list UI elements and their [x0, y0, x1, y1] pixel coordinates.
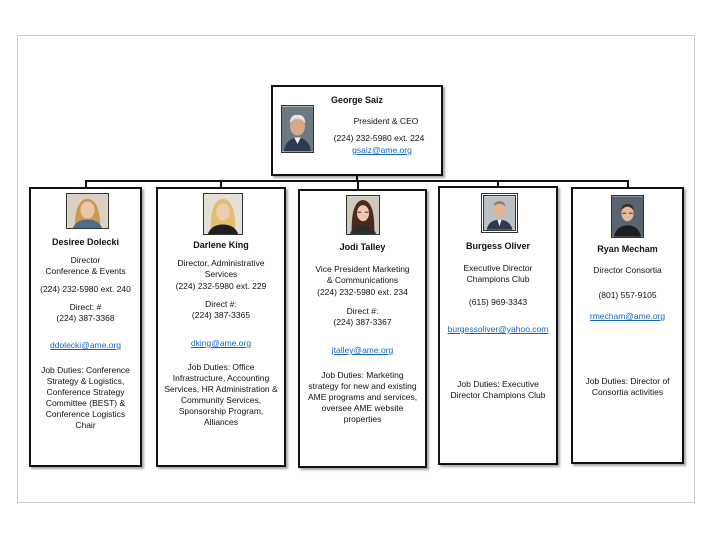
- staff-duties: Job Duties: Executive Director Champions…: [450, 379, 546, 401]
- staff-email-link[interactable]: burgessoliver@yahoo.com: [447, 324, 549, 334]
- staff-title: Director, Administrative Services: [177, 258, 265, 280]
- person-photo-icon: [204, 194, 242, 234]
- person-photo-icon: [347, 196, 379, 234]
- connector-drop-5: [627, 180, 629, 188]
- staff-email-link[interactable]: rmecham@ame.org: [589, 311, 666, 321]
- connector-drop-4: [497, 180, 499, 187]
- staff-email-link[interactable]: dking@ame.org: [190, 338, 252, 348]
- staff-box-ryan-mecham: Ryan Mecham Director Consortia (801) 557…: [571, 187, 684, 464]
- staff-direct: Direct #: (224) 387-3365: [191, 299, 251, 321]
- staff-box-darlene-king: Darlene King Director, Administrative Se…: [156, 187, 286, 467]
- staff-phone: (224) 232-5980 ext. 234: [317, 287, 408, 297]
- staff-title: Director Consortia: [593, 265, 662, 275]
- ceo-phone: (224) 232-5980 ext. 224: [333, 133, 425, 143]
- connector-drop-1: [85, 180, 87, 188]
- connector-drop-2: [220, 180, 222, 188]
- ceo-photo: [281, 105, 314, 153]
- staff-duties: Job Duties: Director of Consortia activi…: [585, 376, 670, 398]
- staff-direct: Direct: # (224) 387-3368: [56, 302, 115, 324]
- staff-title: Director Conference & Events: [45, 255, 126, 277]
- staff-phone: (224) 232-5980 ext. 229: [175, 281, 267, 291]
- staff-photo-5: [611, 195, 644, 238]
- staff-photo-1: [66, 193, 109, 229]
- ceo-box: George Saiz President & CEO (224) 232-59…: [271, 85, 443, 176]
- person-photo-icon: [282, 106, 313, 152]
- staff-name: Jodi Talley: [339, 242, 386, 252]
- staff-duties: Job Duties: Office Infrastructure, Accou…: [164, 362, 278, 428]
- staff-email-link[interactable]: jtalley@ame.org: [331, 345, 394, 355]
- staff-title: Executive Director Champions Club: [463, 263, 533, 285]
- staff-duties: Job Duties: Marketing strategy for new a…: [307, 370, 418, 425]
- staff-name: Darlene King: [193, 240, 249, 250]
- staff-name: Desiree Dolecki: [51, 237, 120, 247]
- staff-email-link[interactable]: ddolecki@ame.org: [50, 340, 121, 350]
- staff-direct: Direct #: (224) 387-3367: [333, 306, 392, 328]
- staff-name: Ryan Mecham: [597, 244, 658, 254]
- staff-title: Vice President Marketing & Communication…: [315, 264, 410, 286]
- staff-photo-4: [481, 193, 518, 233]
- staff-box-desiree-dolecki: Desiree Dolecki Director Conference & Ev…: [29, 187, 142, 467]
- person-photo-icon: [484, 196, 515, 230]
- ceo-email-link[interactable]: gsaiz@ame.org: [352, 145, 412, 155]
- staff-phone: (615) 969-3343: [468, 297, 528, 307]
- person-photo-icon: [67, 194, 108, 228]
- ceo-title: President & CEO: [353, 116, 419, 126]
- ceo-name: George Saiz: [330, 95, 384, 105]
- connector-drop-3: [357, 180, 359, 190]
- connector-trunk: [356, 175, 358, 181]
- staff-duties: Job Duties: Conference Strategy & Logist…: [41, 365, 130, 431]
- person-photo-icon: [612, 196, 643, 237]
- staff-box-jodi-talley: Jodi Talley Vice President Marketing & C…: [298, 189, 427, 468]
- staff-photo-2: [203, 193, 243, 235]
- staff-box-burgess-oliver: Burgess Oliver Executive Director Champi…: [438, 186, 558, 465]
- staff-name: Burgess Oliver: [465, 241, 531, 251]
- staff-phone: (801) 557-9105: [598, 290, 657, 300]
- staff-photo-3: [346, 195, 380, 235]
- staff-phone: (224) 232-5980 ext. 240: [40, 284, 131, 294]
